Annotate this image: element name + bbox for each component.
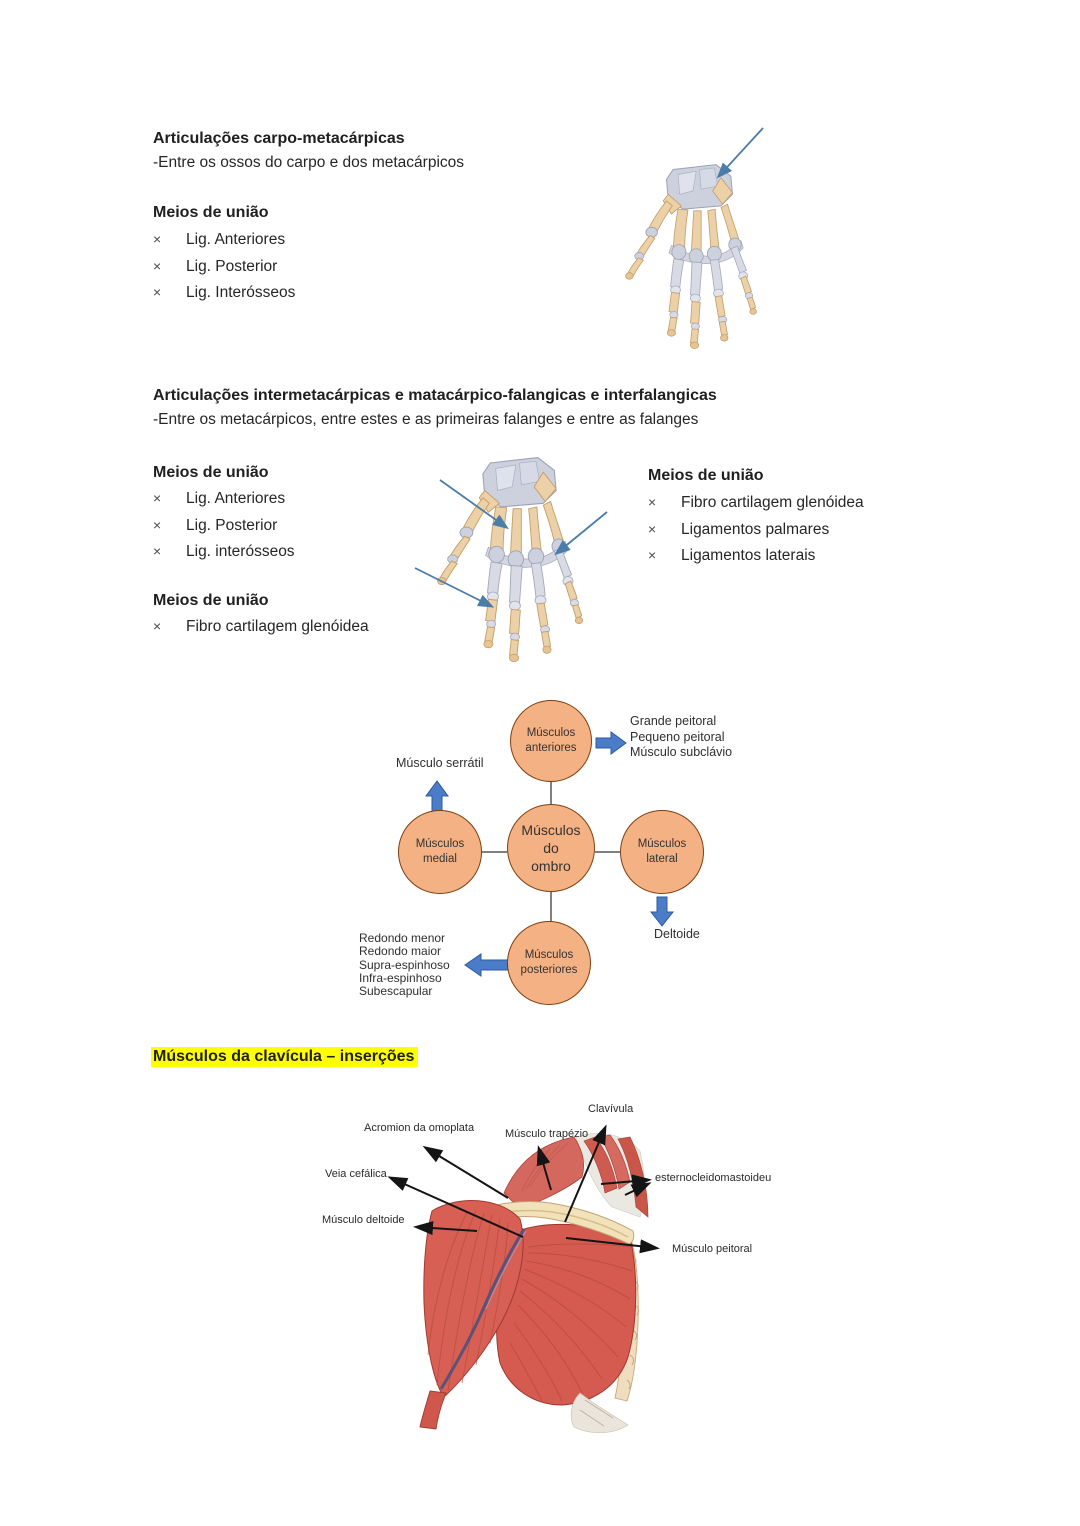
- node-musculos-anteriores: Músculos anteriores: [510, 700, 592, 782]
- clavicle-muscles-figure: Clavívula Acromion da omoplata Músculo t…: [280, 1095, 780, 1440]
- block-arrow-right-icon: [595, 731, 627, 755]
- bullet-icon: ×: [153, 516, 162, 533]
- label-deltoide: Deltoide: [654, 927, 700, 941]
- pointer-arrow-icon: [600, 1174, 652, 1189]
- node-musculos-medial: Músculos medial: [398, 810, 482, 894]
- label-anteriores-muscles: Grande peitoral Pequeno peitoral Músculo…: [630, 714, 733, 759]
- section2-title: Articulações intermetacárpicas e matacár…: [153, 387, 717, 404]
- list-item-label: Lig. Interósseos: [186, 284, 296, 302]
- section2-left-list-2: × Fibro cartilagem glenóidea: [153, 618, 369, 645]
- shoulder-muscles-diagram: Músculos anteriores Músculos medial Músc…: [340, 685, 780, 1025]
- bullet-icon: ×: [153, 231, 162, 247]
- bullet-icon: ×: [648, 520, 657, 537]
- label-posteriores-muscles: Redondo menor Redondo maior Supra-espinh…: [359, 931, 450, 999]
- block-arrow-left-icon: [464, 953, 511, 977]
- list-item-label: Fibro cartilagem glenóidea: [681, 494, 864, 511]
- list-item: × Ligamentos palmares: [648, 521, 864, 548]
- hand-skeleton-figure-1: [625, 127, 764, 350]
- list-item: × Fibro cartilagem glenóidea: [648, 494, 864, 521]
- block-arrow-up-icon: [425, 780, 449, 813]
- list-item: × Lig. Interósseos: [153, 284, 295, 311]
- pointer-arrow-icon: [536, 1145, 552, 1191]
- list-item: × Lig. Anteriores: [153, 490, 295, 517]
- figure-label-musculo-deltoide: Músculo deltoide: [322, 1214, 405, 1226]
- list-item: × Lig. Posterior: [153, 258, 295, 285]
- label-musculo-serratil: Músculo serrátil: [396, 756, 484, 770]
- node-musculos-posteriores: Músculos posteriores: [507, 921, 591, 1005]
- figure-label-arrows: [387, 1124, 660, 1254]
- list-item-label: Lig. Posterior: [186, 516, 278, 534]
- figure-label-musculo-peitoral: Músculo peitoral: [672, 1243, 753, 1255]
- list-item: × Lig. Posterior: [153, 517, 295, 544]
- list-item-label: Ligamentos palmares: [681, 520, 830, 538]
- anatomy-illustration: [387, 1124, 660, 1434]
- pointer-arrow-icon: [414, 567, 495, 608]
- hand-skeleton-figure-2: [414, 456, 608, 663]
- bullet-icon: ×: [153, 618, 162, 634]
- list-item: × Fibro cartilagem glenóidea: [153, 618, 369, 645]
- pointer-arrow-icon: [413, 1221, 478, 1236]
- bullet-icon: ×: [153, 490, 162, 506]
- pointer-arrow-icon: [439, 479, 509, 530]
- section2-left-meios-heading: Meios de união: [153, 464, 269, 481]
- section1-meios-heading: Meios de união: [153, 204, 269, 221]
- section2-subtitle: -Entre os metacárpicos, entre estes e as…: [153, 411, 699, 428]
- section1-subtitle: -Entre os ossos do carpo e dos metacárpi…: [153, 154, 465, 171]
- pointer-arrow-icon: [422, 1145, 509, 1199]
- list-item-label: Ligamentos laterais: [681, 547, 816, 565]
- list-item: × Lig. Anteriores: [153, 231, 295, 258]
- node-musculos-do-ombro: Músculos do ombro: [507, 804, 595, 892]
- figure-label-veia-cefalica: Veia cefálica: [325, 1168, 387, 1180]
- diagram-connectors: [425, 731, 675, 977]
- list-item-label: Fibro cartilagem glenóidea: [186, 618, 369, 635]
- figure-label-trapezio: Músculo trapézio: [505, 1128, 589, 1140]
- figure-label-acromion: Acromion da omoplata: [364, 1122, 475, 1134]
- highlighted-heading-text: Músculos da clavícula – inserções: [151, 1047, 419, 1067]
- pointer-arrow-icon: [565, 1237, 660, 1254]
- bullet-icon: ×: [153, 543, 162, 560]
- section2-right-meios-heading: Meios de união: [648, 467, 764, 484]
- list-item-label: Lig. interósseos: [186, 543, 295, 561]
- bullet-icon: ×: [153, 284, 162, 301]
- pointer-arrow-icon: [716, 127, 764, 179]
- list-item: × Ligamentos laterais: [648, 547, 864, 574]
- pointer-arrow-icon: [554, 511, 608, 556]
- section1-list: × Lig. Anteriores × Lig. Posterior × Lig. I…: [153, 231, 295, 311]
- list-item: × Lig. interósseos: [153, 543, 295, 570]
- bullet-icon: ×: [648, 494, 657, 510]
- clavicle-section-heading: Músculos da clavícula – inserções: [151, 1047, 419, 1067]
- section1-title: Articulações carpo-metacárpicas: [153, 130, 405, 147]
- pointer-arrow-icon: [624, 1182, 652, 1198]
- list-item-label: Lig. Anteriores: [186, 490, 286, 507]
- section2-left-meios-heading-2: Meios de união: [153, 592, 269, 609]
- node-musculos-lateral: Músculos lateral: [620, 810, 704, 894]
- pointer-arrow-icon: [387, 1176, 524, 1238]
- list-item-label: Lig. Posterior: [186, 257, 278, 275]
- list-item-label: Lig. Anteriores: [186, 231, 286, 248]
- figure-label-esternocleidomastoideu: esternocleidomastoideu: [655, 1172, 772, 1184]
- section2-left-list: × Lig. Anteriores × Lig. Posterior × Lig. i…: [153, 490, 295, 570]
- section2-right-list: × Fibro cartilagem glenóidea × Ligamentos …: [648, 494, 864, 574]
- figure-label-clavicula: Clavívula: [588, 1103, 634, 1115]
- bullet-icon: ×: [648, 547, 657, 564]
- block-arrow-down-icon: [649, 896, 675, 927]
- muscle-painting: [419, 1133, 649, 1434]
- bullet-icon: ×: [153, 257, 162, 274]
- pointer-arrow-icon: [564, 1124, 607, 1223]
